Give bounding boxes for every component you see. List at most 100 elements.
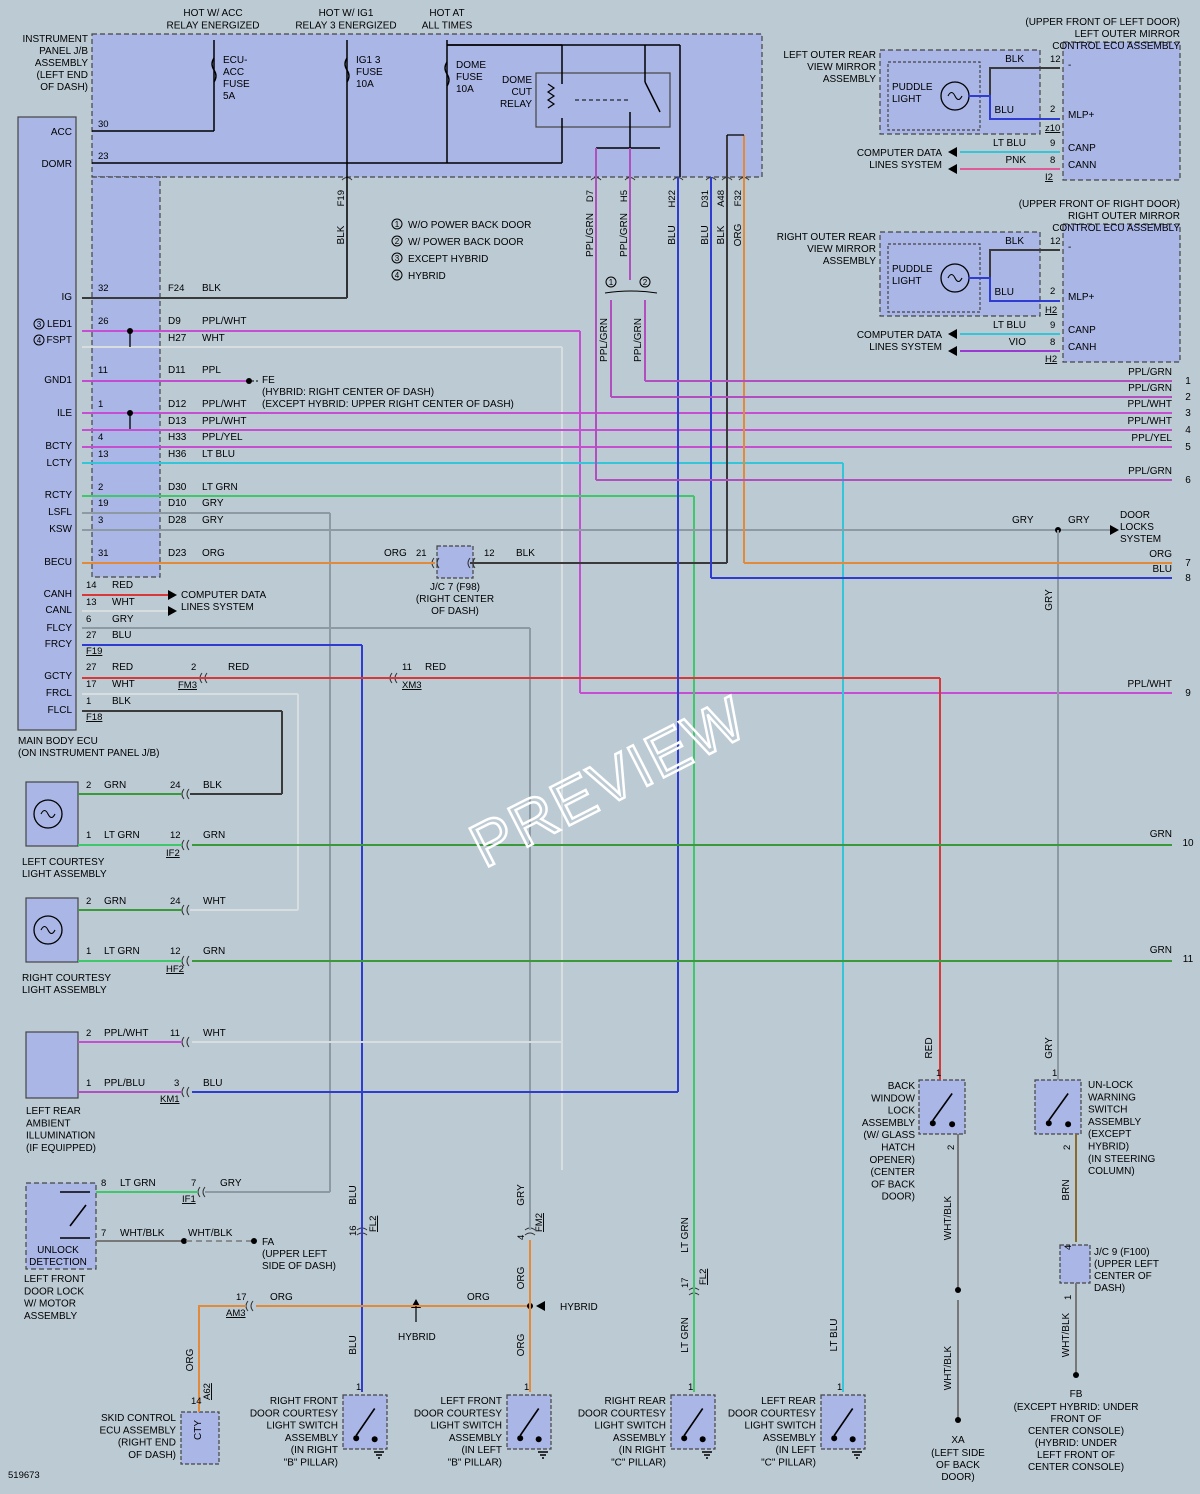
uw-lower-color: BRN [1061,1179,1072,1200]
right-mirror-ecu [1062,223,1181,363]
ig1-fuse-label: FUSE [356,67,383,78]
bw-p2: 2 [946,1145,957,1150]
canh-pin: 14 [86,580,97,591]
hybrid-arrow-right [536,1301,545,1311]
left-term-1: - [1068,60,1071,71]
door-switch-label-2: ASSEMBLY [613,1433,666,1444]
door-switch-3-fixed-dot [849,1436,856,1443]
dlm-conn: IF1 [182,1194,196,1205]
back-window-label: ASSEMBLY [862,1118,915,1129]
left-canp-arrow [948,147,957,157]
color-h27: WHT [202,333,225,344]
door-locks-label: DOOR [1120,510,1150,521]
left-ecu-label: LEFT OUTER MIRROR [1075,29,1180,40]
fb-note: FRONT OF [1051,1414,1102,1425]
ecu-terminal-acc: ACC [51,127,72,138]
fb-note: CENTER CONSOLE) [1028,1426,1124,1437]
relay-coil-icon [546,83,556,109]
ra-c2: PPL/WHT [104,1028,148,1039]
lcourtesy-c1: LT GRN [104,830,140,841]
ds1-conn: FM2 [534,1213,545,1232]
lcourtesy-cc12: GRN [203,830,225,841]
jc7-left-pin: 21 [416,548,427,559]
back-window-label: (W/ GLASS [863,1130,915,1141]
rcourtesy-courtesy-label: RIGHT COURTESY [22,973,111,984]
ecu-terminal-gcty: GCTY [44,671,72,682]
pin-bcty: 4 [98,432,103,443]
legend-num-1: 2 [395,237,400,246]
circled-led1 [33,318,45,330]
color-d13: PPL/WHT [202,416,246,427]
right-can-label: LINES SYSTEM [869,342,942,353]
door-switch-label-0: "B" PILLAR) [284,1458,338,1469]
ground-fe-note: (EXCEPT HYBRID: UPPER RIGHT CENTER OF DA… [262,399,514,410]
rcourtesy-p2: 2 [86,896,91,907]
jc7-right-pin: 12 [484,548,495,559]
door-switch-label-0: RIGHT FRONT [270,1396,338,1407]
door-switch-pin-1: 1 [524,1382,529,1393]
hot-ig1-label: RELAY 3 ENERGIZED [295,20,396,31]
ra-cp3: 3 [174,1078,179,1089]
color-d30: LT GRN [202,482,238,493]
jb-label: PANEL J/B [39,46,88,57]
ground-fe-note: (HYBRID: RIGHT CENTER OF DASH) [262,387,434,398]
left-wire-blu [968,95,1060,120]
color-d12: PPL/WHT [202,399,246,410]
conn-h33: H33 [168,432,187,443]
right-mirror-label: RIGHT OUTER REAR [777,232,876,243]
right-mirror-label: VIEW MIRROR [807,244,876,255]
lcourtesy-courtesy-label: LIGHT ASSEMBLY [22,869,107,880]
right-pin-12: 12 [1050,236,1061,247]
fb-note: LEFT FRONT OF [1037,1450,1115,1461]
unlock-warning-label: (IN STEERING [1088,1154,1155,1165]
ra-p2: 2 [86,1028,91,1039]
door-switch-label-0: LIGHT SWITCH [267,1421,338,1432]
skid-conn: A62 [202,1383,213,1400]
left-can-label: LINES SYSTEM [869,160,942,171]
ds0-conn: FL2 [368,1216,379,1232]
right-canp-arrow [948,329,957,339]
unlock-warning-label: WARNING [1088,1092,1136,1103]
jc9-label: CENTER OF [1094,1271,1152,1282]
dlm-label: DOOR LOCK [24,1286,84,1297]
ra-cc3: BLU [203,1078,222,1089]
left-pin-12: 12 [1050,54,1061,65]
right-canp-color: LT BLU [993,320,1026,331]
ds1-pin: 4 [516,1235,527,1240]
color-h36: LT BLU [202,449,235,460]
jb-label: INSTRUMENT [22,34,88,45]
fb-note: (EXCEPT HYBRID: UNDER [1014,1402,1139,1413]
back-window-label: (CENTER [871,1167,915,1178]
skid-term: CTY [193,1420,204,1440]
left-mirror-label: VIEW MIRROR [807,62,876,73]
door-switch-label-3: LEFT REAR [761,1396,816,1407]
fm3-color: RED [228,662,249,673]
xa-name: XA [951,1435,965,1446]
door-switch-label-1: ASSEMBLY [449,1433,502,1444]
right-can-label: COMPUTER DATA [857,330,943,341]
door-switch-pin-0: 1 [356,1382,361,1393]
lcourtesy-cc24: BLK [203,780,222,791]
right-puddle-box [887,243,981,313]
hybrid-label-2: HYBRID [398,1332,436,1343]
color-d11: PPL [202,365,221,376]
fm3-conn: FM3 [178,680,197,691]
door-switch-label-1: (IN LEFT [461,1445,502,1456]
ds1-upper-color: GRY [516,1184,527,1206]
ecu-terminal-lsfl: LSFL [48,507,72,518]
out-num-8: 8 [1185,573,1191,584]
dlm-p7: 7 [101,1228,106,1239]
out-color-7: ORG [1149,549,1172,560]
ecu-terminal-canh: CANH [44,589,72,600]
ecu-terminal-rcty: RCTY [45,490,73,501]
ds2-pin: 17 [680,1277,691,1288]
conn-d10: D10 [168,498,187,509]
back-window-label: OPENER) [869,1155,915,1166]
right-term-3: CANP [1068,325,1096,336]
right-cann-color: VIO [1009,337,1026,348]
left-puddle-box [887,61,981,131]
canl-pin: 13 [86,597,97,608]
tap-color-2: PPL/GRN [619,213,630,257]
ecu-label: MAIN BODY ECU [18,736,98,747]
left-mirror-ecu [1062,41,1181,181]
